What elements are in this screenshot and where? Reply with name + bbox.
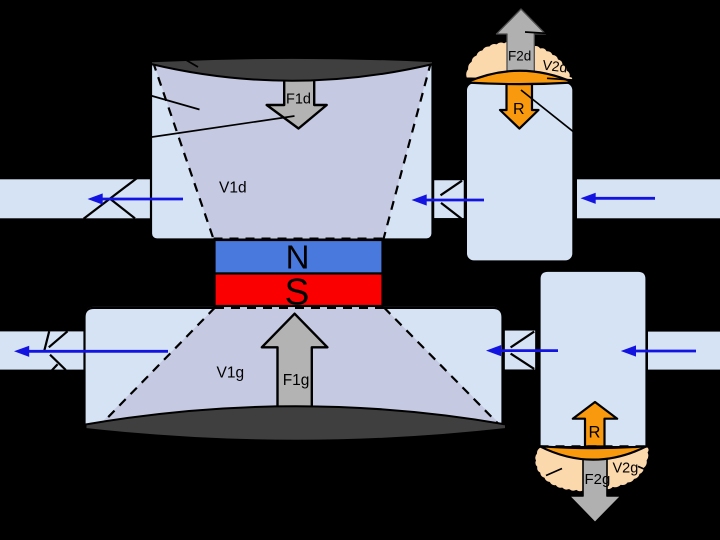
svg-text:V1g: V1g <box>217 365 245 382</box>
svg-text:F1d: F1d <box>286 92 311 108</box>
svg-text:V2d: V2d <box>542 57 569 76</box>
svg-text:R: R <box>513 101 525 118</box>
svg-text:N: N <box>286 239 310 276</box>
svg-text:S: S <box>285 272 310 313</box>
svg-text:R: R <box>589 424 601 442</box>
svg-text:V1d: V1d <box>219 180 247 197</box>
svg-text:F1g: F1g <box>283 372 310 389</box>
svg-text:F2g: F2g <box>585 471 611 488</box>
svg-text:F2d: F2d <box>508 49 531 64</box>
svg-text:V2g: V2g <box>613 461 639 477</box>
